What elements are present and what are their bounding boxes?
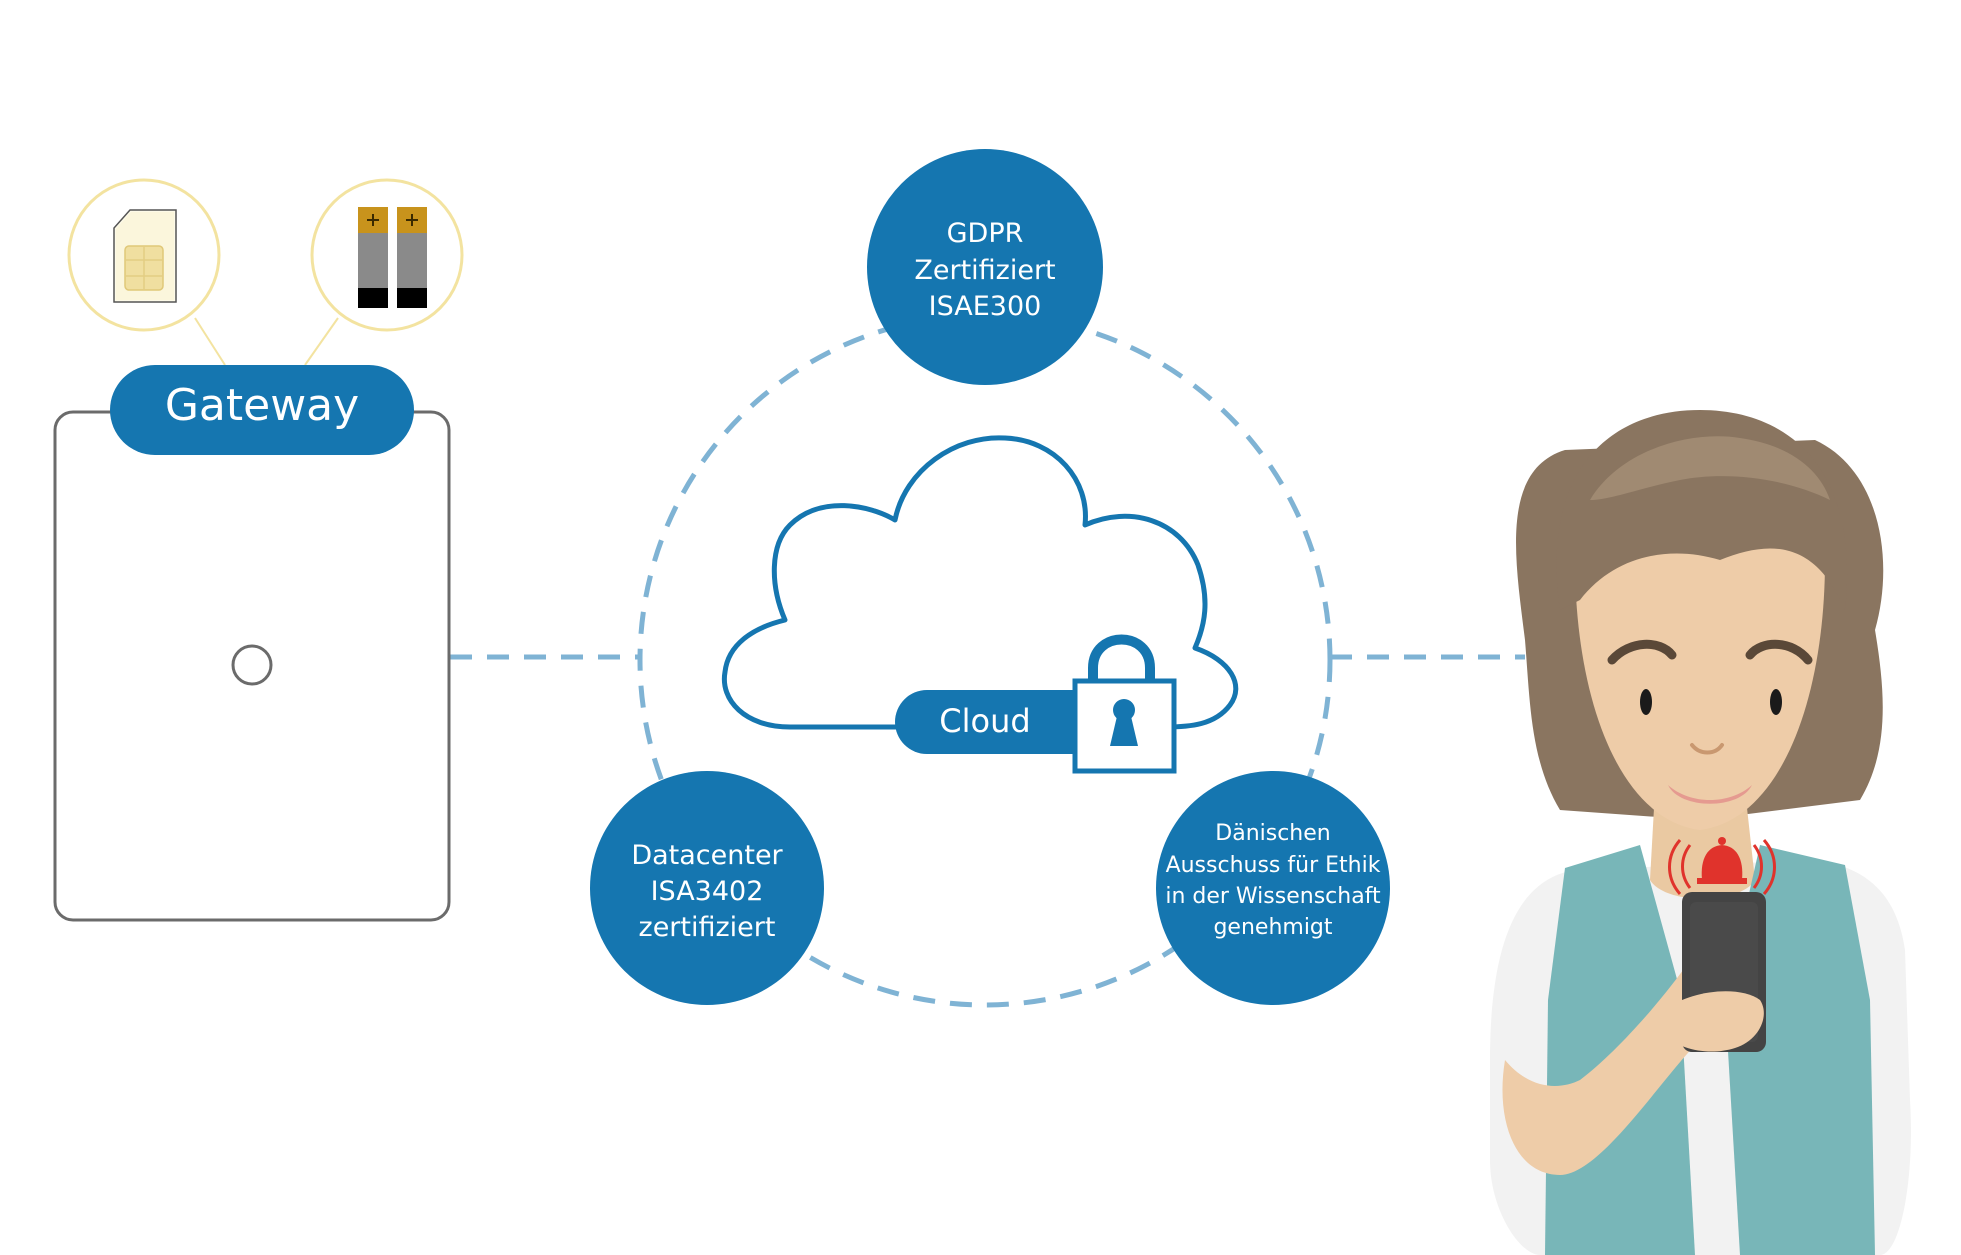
gateway-device: Gateway — [53, 178, 464, 922]
lock-icon — [1072, 634, 1177, 774]
left-eyebrow — [1607, 639, 1677, 665]
ethics-badge-line-4: genehmigt — [1213, 915, 1332, 940]
alarm-bell-icon — [1668, 837, 1776, 895]
ethics-badge-line-3: in der Wissenschaft — [1165, 884, 1381, 909]
gateway-box — [53, 410, 451, 922]
datacenter-badge-line-2: ISA3402 — [651, 876, 764, 907]
face — [1575, 470, 1825, 830]
sim-card-icon — [113, 209, 177, 303]
mouth — [1668, 785, 1752, 804]
ethics-badge: Dänischen Ausschuss für Ethik in der Wis… — [1156, 771, 1390, 1005]
ethics-badge-line-1: Dänischen — [1215, 821, 1330, 846]
gdpr-badge: GDPR Zertifiziert ISAE300 — [867, 149, 1103, 385]
gateway-label-pill: Gateway — [110, 365, 414, 455]
gdpr-badge-line-2: Zertifiziert — [914, 255, 1055, 286]
nose — [1690, 743, 1724, 755]
gdpr-badge-line-3: ISAE300 — [929, 291, 1042, 322]
batteries-accessory — [310, 178, 464, 332]
woman-with-phone — [1490, 410, 1911, 1255]
connector-lines — [450, 312, 1525, 1008]
hand — [1665, 991, 1764, 1052]
cloud-label-pill: Cloud — [895, 690, 1105, 754]
datacenter-badge: Datacenter ISA3402 zertifiziert — [590, 771, 824, 1005]
gdpr-badge-line-1: GDPR — [947, 218, 1024, 249]
gateway-label: Gateway — [165, 380, 359, 431]
right-eyebrow — [1745, 639, 1813, 665]
datacenter-badge-line-1: Datacenter — [631, 840, 783, 871]
batteries-icon — [358, 207, 427, 308]
hair-highlight — [1590, 436, 1830, 500]
battery-connector-line — [304, 317, 339, 366]
trust-ring — [637, 312, 1333, 1008]
cloud-outline — [721, 435, 1239, 730]
sim-card-accessory — [67, 178, 221, 332]
datacenter-badge-line-3: zertifiziert — [639, 912, 776, 943]
sim-connector-line — [194, 317, 226, 366]
ethics-badge-line-2: Ausschuss für Ethik — [1166, 853, 1381, 878]
gateway-status-led — [231, 644, 273, 686]
left-eye — [1640, 689, 1652, 715]
right-eye — [1770, 689, 1782, 715]
cloud-service: Cloud — [721, 435, 1239, 774]
cloud-label: Cloud — [939, 702, 1030, 740]
